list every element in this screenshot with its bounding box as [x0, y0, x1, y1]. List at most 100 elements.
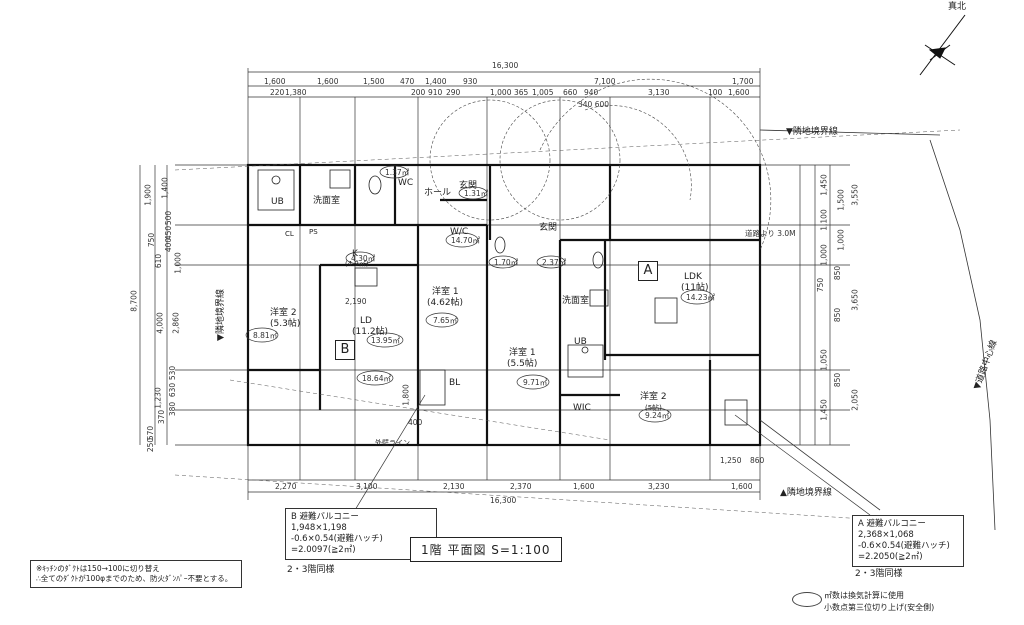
room-wic-a: WIC — [573, 403, 591, 413]
balcony-a-note: 2・3階同様 — [855, 569, 903, 579]
dim-right-9: 3,650 — [850, 289, 860, 311]
room-genkan-b: 玄関 — [459, 181, 478, 191]
dim-right-6: 1,000 — [836, 229, 846, 251]
room-ldk: LDK — [684, 272, 702, 282]
unit-tag-a: A — [638, 261, 658, 281]
dim-right-7: 750 — [816, 277, 826, 293]
overall-width-top: 16,300 — [492, 61, 519, 70]
room-senmen-a: 洗面室 — [562, 296, 590, 306]
dim-left-11: 1,230 — [153, 387, 163, 409]
dim-left-5: 610 — [154, 253, 164, 269]
area-8: 9.24㎡ — [645, 411, 670, 420]
dim-top2-6: 1,000 — [490, 88, 512, 97]
dim-bottom-sub-2: 860 — [750, 456, 765, 465]
footnote-box: ※ｷｯﾁﾝのﾀﾞｸﾄは150→100に切り替え ∴全てのﾀﾞｸﾄが100φまでの… — [30, 560, 242, 588]
area-9: 4.30㎡ — [351, 254, 376, 263]
dim-left-3: 750 — [147, 232, 157, 248]
balcony-b-line3: =2.0097(≧2㎡) — [291, 545, 356, 555]
dim-right-11: 1,050 — [819, 349, 829, 371]
room-yoshitsu2-a: 洋室 2 — [640, 392, 667, 402]
dim-right-12: 850 — [833, 372, 843, 388]
dim-top-4: 470 — [400, 77, 415, 86]
area-1: 8.81㎡ — [253, 331, 278, 340]
setback-label: 道路より 3.0M — [745, 229, 796, 238]
room-wc-b: WC — [398, 178, 414, 188]
area-6: 9.71㎡ — [523, 378, 548, 387]
dim-right-4: 3,550 — [850, 184, 860, 206]
dim-mid-2: 400 — [408, 418, 423, 427]
balcony-a-line2: -0.6×0.54(避難ハッチ) — [858, 541, 950, 551]
area-2: 13.95㎡ — [371, 336, 400, 345]
dim-right-13: 1,450 — [819, 399, 829, 421]
dim-top2-1: 220 — [270, 88, 285, 97]
footnote-line1: ※ｷｯﾁﾝのﾀﾞｸﾄは150→100に切り替え — [36, 564, 160, 573]
dim-left-8: 1,000 — [173, 252, 183, 274]
dim-bottom-5: 1,600 — [573, 482, 595, 491]
balcony-a-box: A 避難バルコニー 2,368×1,068 -0.6×0.54(避難ハッチ) =… — [852, 515, 964, 567]
dim-bottom-sub-1: 1,250 — [720, 456, 742, 465]
overall-width-bottom: 16,300 — [490, 496, 517, 505]
dim-left-2: 1,400 — [160, 177, 170, 199]
dim-bottom-6: 3,230 — [648, 482, 670, 491]
area-10: 1.31㎡ — [464, 189, 489, 198]
balcony-a-line3: =2.2050(≧2㎡) — [858, 552, 923, 562]
dim-bottom-1: 2,270 — [275, 482, 297, 491]
dim-top-6: 930 — [463, 77, 478, 86]
dim-top-2: 1,600 — [317, 77, 339, 86]
room-ld-size: (11.2帖) — [352, 327, 389, 337]
dim-bottom-2: 3,100 — [356, 482, 378, 491]
dim-right-1: 1,450 — [819, 174, 829, 196]
compass-label: 真北 — [948, 2, 967, 12]
dim-left-14: 380 — [168, 401, 178, 417]
room-yoshitsu2-b: 洋室 2 — [270, 308, 297, 318]
room-yoshitsu1-a: 洋室 1 — [509, 348, 536, 358]
area-12: 2.37㎡ — [542, 258, 567, 267]
dim-left-9: 2,860 — [171, 312, 181, 334]
dim-left-15: 370 — [157, 409, 167, 425]
room-cl: CL — [285, 230, 294, 238]
boundary-bottom: ▲隣地境界線 — [780, 488, 832, 498]
room-ub-b: UB — [271, 197, 284, 207]
room-ub-a: UB — [574, 337, 587, 347]
balcony-b-title: B 避難バルコニー — [291, 512, 359, 522]
room-senmen-b: 洗面室 — [313, 196, 341, 206]
dim-bottom-7: 1,600 — [731, 482, 753, 491]
area-4: 14.70㎡ — [451, 236, 480, 245]
dim-top-sub: 340 600 — [578, 100, 610, 109]
dim-left-4: 500 — [164, 210, 174, 226]
dim-left-1: 1,900 — [143, 184, 153, 206]
legend-line2: 小数点第三位切り上げ(安全側) — [824, 603, 935, 612]
balcony-a-title: A 避難バルコニー — [858, 519, 926, 529]
dim-top2-2: 1,380 — [285, 88, 307, 97]
room-ld: LD — [360, 316, 372, 326]
unit-tag-b: B — [335, 340, 355, 360]
legend-oval-icon — [792, 592, 822, 607]
plan-title: 1階 平面図 S=1:100 — [410, 537, 562, 562]
area-7: 14.23㎡ — [686, 293, 715, 302]
room-genkan-a: 玄関 — [539, 223, 558, 233]
dim-top2-9: 660 — [563, 88, 578, 97]
room-ldk-size: (11帖) — [681, 283, 709, 293]
dim-mid-3: 1,800 — [401, 384, 411, 406]
balcony-b-line1: 1,948×1,198 — [291, 523, 347, 533]
balcony-b-box: B 避難バルコニー 1,948×1,198 -0.6×0.54(避難ハッチ) =… — [285, 508, 437, 560]
dim-right-5: 1,000 — [819, 244, 829, 266]
room-hall: ホール — [424, 188, 452, 198]
room-bl: BL — [449, 378, 461, 388]
dim-top2-12: 100 — [708, 88, 723, 97]
dim-top2-8: 1,005 — [532, 88, 554, 97]
dim-top2-10: 940 — [584, 88, 599, 97]
dim-left-7: 450 — [164, 225, 174, 241]
room-yoshitsu1-b: 洋室 1 — [432, 287, 459, 297]
dim-top-1: 1,600 — [264, 77, 286, 86]
dim-left-13: 530 — [168, 365, 178, 381]
dim-top2-13: 1,600 — [728, 88, 750, 97]
dim-top2-5: 290 — [446, 88, 461, 97]
area-3: 7.65㎡ — [433, 316, 458, 325]
room-yoshitsu2-a-size: (5帖) — [645, 404, 662, 412]
room-k: K — [352, 249, 358, 259]
balcony-b-note: 2・3階同様 — [287, 565, 335, 575]
room-ps: PS — [309, 228, 318, 236]
dim-left-12: 630 — [168, 382, 178, 398]
